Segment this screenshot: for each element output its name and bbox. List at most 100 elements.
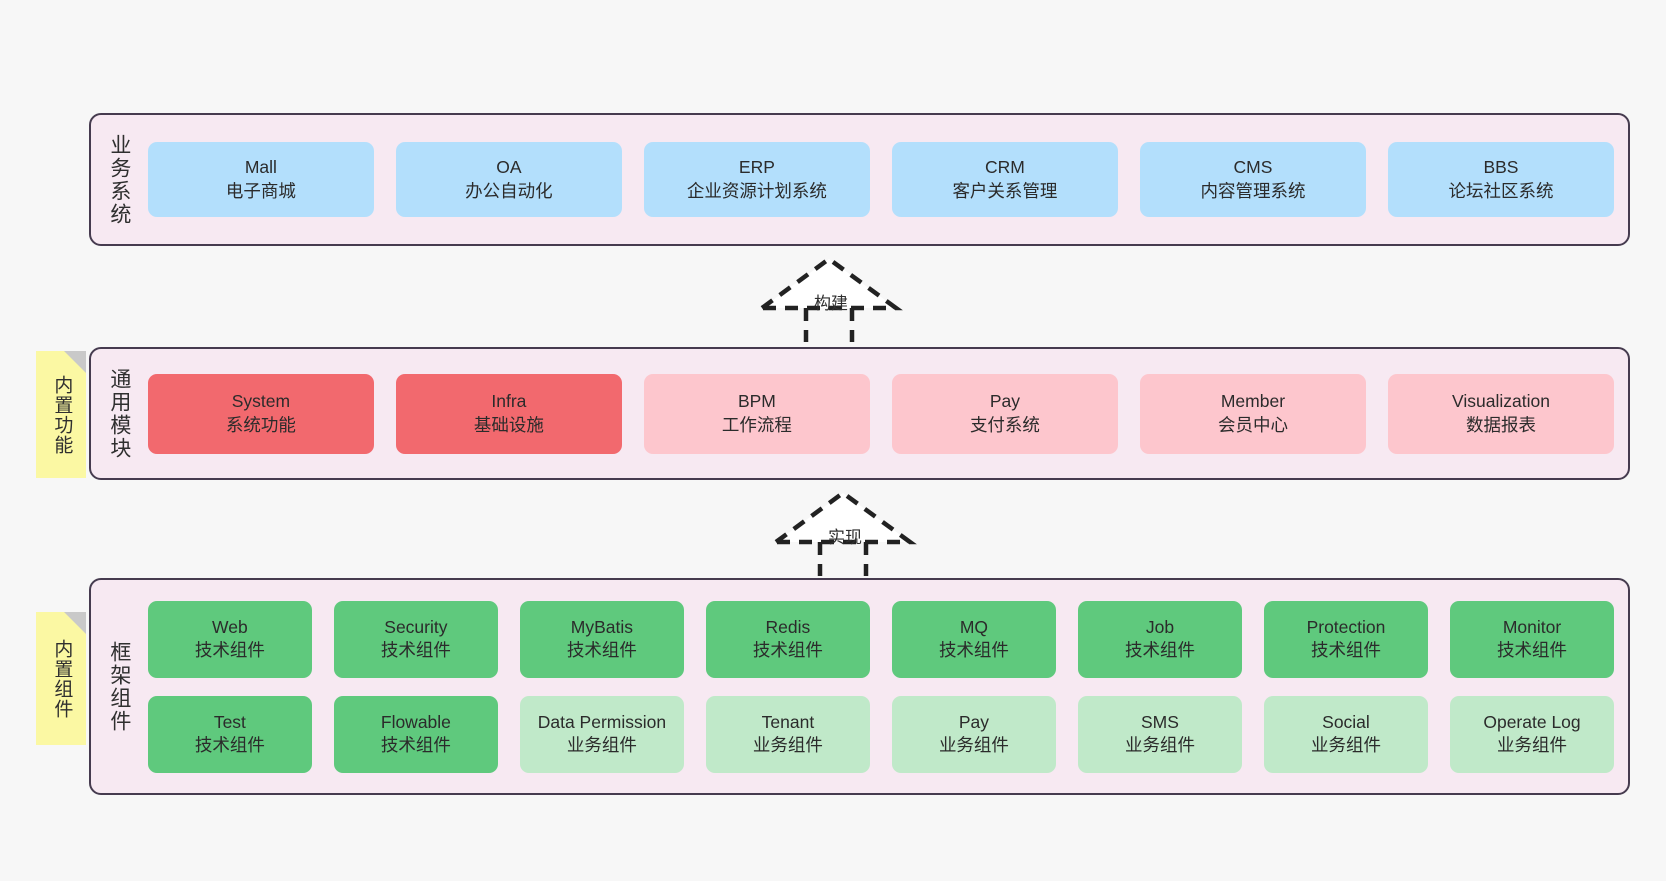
module-box-erp[interactable]: ERP 企业资源计划系统 (643, 142, 870, 217)
module-name-cn: 技术组件 (1124, 640, 1195, 660)
module-name-en: MyBatis (570, 616, 634, 637)
module-name-en: Infra (491, 391, 527, 412)
layer-business-system: 业务系统 Mall 电子商城 OA 办公自动化 ERP 企业资源计划系统 CRM… (89, 113, 1630, 246)
layer-title-framework-component: 框架组件 (107, 640, 131, 733)
module-name-en: Job (1145, 616, 1175, 637)
module-name-cn: 业务组件 (1310, 735, 1381, 755)
module-box-bpm[interactable]: BPM 工作流程 (643, 373, 870, 454)
module-name-cn: 业务组件 (1496, 735, 1567, 755)
module-name-en: Web (212, 616, 248, 637)
module-name-en: CRM (985, 157, 1025, 178)
module-box-mybatis[interactable]: MyBatis 技术组件 (519, 600, 684, 678)
module-box-member[interactable]: Member 会员中心 (1139, 373, 1366, 454)
module-box-oa[interactable]: OA 办公自动化 (395, 142, 622, 217)
module-name-cn: 业务组件 (752, 735, 823, 755)
module-name-cn: 技术组件 (194, 735, 265, 755)
sticky-note-builtin-components: 内置组件 (36, 612, 86, 745)
module-name-cn: 业务组件 (938, 735, 1009, 755)
sticky-note-builtin-features: 内置功能 (36, 351, 86, 478)
module-name-en: Social (1322, 711, 1370, 732)
layer-business-boxes: Mall 电子商城 OA 办公自动化 ERP 企业资源计划系统 CRM 客户关系… (140, 115, 1628, 244)
module-name-en: Data Permission (537, 711, 667, 732)
module-name-cn: 技术组件 (752, 640, 823, 660)
module-box-mall[interactable]: Mall 电子商城 (147, 142, 374, 217)
module-name-en: Monitor (1502, 616, 1562, 637)
layer-common-boxes: System 系统功能 Infra 基础设施 BPM 工作流程 Pay 支付系统… (140, 349, 1628, 478)
module-name-cn: 技术组件 (194, 640, 265, 660)
connector-build (755, 256, 903, 342)
sticky-note-label: 内置组件 (51, 638, 73, 719)
module-name-en: Redis (765, 616, 811, 637)
module-box-flowable[interactable]: Flowable 技术组件 (333, 695, 498, 773)
module-name-cn: 内容管理系统 (1200, 180, 1306, 201)
module-name-cn: 企业资源计划系统 (686, 180, 827, 201)
module-box-protection[interactable]: Protection 技术组件 (1263, 600, 1428, 678)
module-box-redis[interactable]: Redis 技术组件 (705, 600, 870, 678)
layer-framework-boxes: Web 技术组件 Security 技术组件 MyBatis 技术组件 Redi… (140, 580, 1628, 793)
connector-label-build: 构建 (814, 294, 848, 313)
module-name-cn: 技术组件 (938, 640, 1009, 660)
module-box-pay[interactable]: Pay 支付系统 (891, 373, 1118, 454)
module-name-cn: 工作流程 (721, 414, 792, 435)
module-name-cn: 技术组件 (380, 640, 451, 660)
generalization-arrow-up-icon (769, 490, 917, 576)
module-name-cn: 业务组件 (1124, 735, 1195, 755)
module-name-en: BBS (1483, 157, 1519, 178)
module-name-cn: 办公自动化 (465, 180, 553, 201)
folded-corner-icon (64, 612, 86, 634)
module-box-job[interactable]: Job 技术组件 (1077, 600, 1242, 678)
module-name-en: System (231, 391, 291, 412)
module-box-test[interactable]: Test 技术组件 (147, 695, 312, 773)
module-name-en: Member (1220, 391, 1286, 412)
module-box-mq[interactable]: MQ 技术组件 (891, 600, 1056, 678)
module-name-cn: 技术组件 (1496, 640, 1567, 660)
module-name-en: Pay (958, 711, 990, 732)
module-box-pay-business[interactable]: Pay 业务组件 (891, 695, 1056, 773)
sticky-note-label: 内置功能 (51, 374, 73, 455)
module-box-cms[interactable]: CMS 内容管理系统 (1139, 142, 1366, 217)
layer-framework-component: 框架组件 Web 技术组件 Security 技术组件 MyBatis 技术组件… (89, 578, 1630, 795)
module-name-cn: 技术组件 (1310, 640, 1381, 660)
module-box-social[interactable]: Social 业务组件 (1263, 695, 1428, 773)
module-box-security[interactable]: Security 技术组件 (333, 600, 498, 678)
module-name-en: CMS (1233, 157, 1273, 178)
module-box-sms[interactable]: SMS 业务组件 (1077, 695, 1242, 773)
module-name-cn: 数据报表 (1465, 414, 1536, 435)
module-box-infra[interactable]: Infra 基础设施 (395, 373, 622, 454)
connector-label-implement: 实现 (828, 528, 862, 547)
module-name-en: Security (384, 616, 448, 637)
module-name-cn: 会员中心 (1217, 414, 1288, 435)
module-box-crm[interactable]: CRM 客户关系管理 (891, 142, 1118, 217)
module-name-cn: 客户关系管理 (952, 180, 1058, 201)
module-name-en: ERP (738, 157, 775, 178)
module-name-cn: 支付系统 (969, 414, 1040, 435)
module-name-en: Tenant (761, 711, 815, 732)
module-name-en: Operate Log (1483, 711, 1581, 732)
folded-corner-icon (64, 351, 86, 373)
module-name-cn: 电子商城 (225, 180, 296, 201)
module-name-en: OA (496, 157, 522, 178)
module-box-system[interactable]: System 系统功能 (147, 373, 374, 454)
module-name-en: SMS (1140, 711, 1179, 732)
module-name-cn: 业务组件 (566, 735, 637, 755)
module-name-en: Pay (989, 391, 1021, 412)
module-name-en: Protection (1306, 616, 1386, 637)
module-box-visualization[interactable]: Visualization 数据报表 (1387, 373, 1614, 454)
generalization-arrow-up-icon (755, 256, 903, 342)
module-name-cn: 系统功能 (225, 414, 296, 435)
module-box-tenant[interactable]: Tenant 业务组件 (705, 695, 870, 773)
module-name-cn: 基础设施 (473, 414, 544, 435)
module-name-en: BPM (737, 391, 776, 412)
module-name-cn: 技术组件 (566, 640, 637, 660)
module-box-bbs[interactable]: BBS 论坛社区系统 (1387, 142, 1614, 217)
module-box-data-permission[interactable]: Data Permission 业务组件 (519, 695, 684, 773)
module-name-en: Flowable (380, 711, 451, 732)
module-name-cn: 论坛社区系统 (1448, 180, 1554, 201)
module-name-cn: 技术组件 (380, 735, 451, 755)
module-name-en: Visualization (1452, 391, 1550, 412)
module-box-monitor[interactable]: Monitor 技术组件 (1449, 600, 1614, 678)
module-box-operate-log[interactable]: Operate Log 业务组件 (1449, 695, 1614, 773)
module-name-en: Test (213, 711, 246, 732)
module-box-web[interactable]: Web 技术组件 (147, 600, 312, 678)
